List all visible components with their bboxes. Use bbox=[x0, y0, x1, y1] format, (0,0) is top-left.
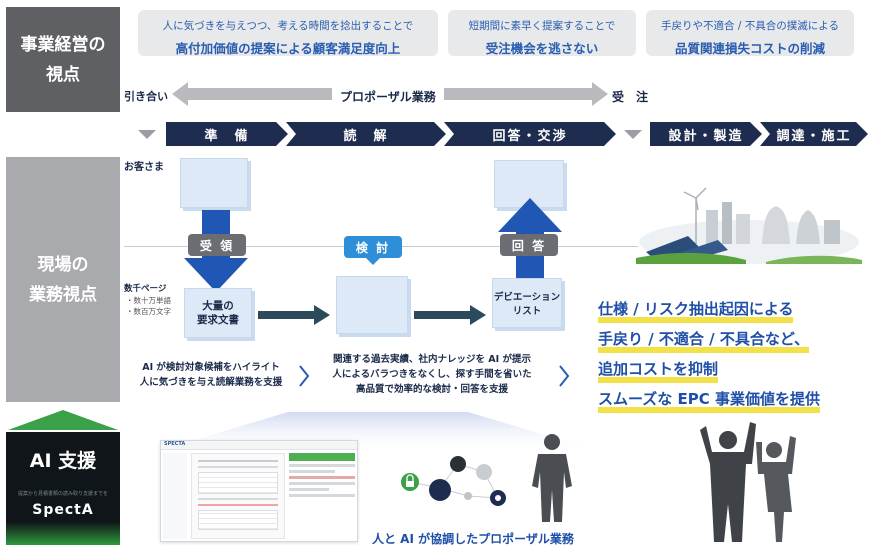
chevron-right-icon bbox=[299, 365, 310, 387]
phase-read: 読 解 bbox=[286, 122, 446, 146]
celebrating-people-silhouette bbox=[700, 422, 796, 542]
app-screenshot: SPECTA bbox=[160, 440, 358, 542]
page-count-item-words: ・数十万単語 bbox=[126, 296, 171, 305]
review-support-note: 関連する過去実績、社内ナレッジを AI が提示 人によるバラつきをなくし、探す手… bbox=[332, 354, 532, 395]
timeline-start-label: 引き合い bbox=[124, 90, 168, 103]
value-line-4: スムーズな EPC 事業価値を提供 bbox=[598, 388, 820, 416]
value-line-2: 手戻り / 不適合 / 不具合など、 bbox=[598, 328, 810, 356]
order-marker-icon bbox=[624, 130, 642, 139]
app-brand: SPECTA bbox=[164, 441, 186, 447]
app-side-panel bbox=[289, 453, 355, 539]
timeline-middle-label: プロポーザル業務 bbox=[332, 86, 444, 107]
ai-network-illustration bbox=[401, 456, 506, 506]
requirements-document-label: 大量の 要求文書 bbox=[197, 300, 239, 326]
customer-document bbox=[180, 158, 248, 208]
reading-support-note: AI が検討対象候補をハイライト 人に気づきを与え読解業務を支援 bbox=[139, 362, 283, 388]
review-tag-pointer-icon bbox=[366, 258, 380, 265]
phase-procure: 調達・施工 bbox=[760, 122, 868, 146]
deviation-list-label: デビエーション リスト bbox=[493, 292, 561, 317]
phase-prepare: 準 備 bbox=[166, 122, 288, 146]
benefit-1-sub: 人に気づきを与えつつ、考える時間を捻出することで bbox=[162, 20, 414, 32]
up-triangle-icon bbox=[8, 410, 118, 430]
benefit-3-sub: 手戻りや不適合 / 不具合の撲滅による bbox=[661, 20, 839, 32]
energy-plant-illustration bbox=[636, 187, 862, 264]
flow-arrow-2-icon bbox=[414, 305, 486, 325]
product-tagline: 提案から見積書類の読み取り支援までを bbox=[17, 491, 108, 497]
product-name: SpectA bbox=[32, 502, 94, 518]
person-silhouette bbox=[532, 434, 572, 522]
benefit-2-main: 受注機会を逃さない bbox=[485, 41, 599, 56]
app-sidebar bbox=[163, 453, 187, 539]
management-perspective-label: 事業経営の 視点 bbox=[6, 7, 120, 112]
ai-support-box: AI 支援 提案から見積書類の読み取り支援までを SpectA bbox=[6, 432, 120, 545]
field-perspective-label: 現場の 業務視点 bbox=[6, 157, 120, 402]
value-line-3: 追加コストを抑制 bbox=[598, 358, 719, 386]
page-count-title: 数千ページ bbox=[124, 284, 167, 294]
app-screenshot-header: SPECTA bbox=[161, 441, 357, 450]
timeline-end-label: 受 注 bbox=[612, 90, 649, 104]
start-marker-icon bbox=[138, 130, 156, 139]
value-proposition: 仕様 / リスク抽出起因による 手戻り / 不適合 / 不具合など、 追加コスト… bbox=[598, 298, 870, 418]
phase-design: 設計・製造 bbox=[650, 122, 762, 146]
benefit-2-sub: 短期間に素早く提案することで bbox=[468, 20, 616, 32]
app-document-preview bbox=[191, 453, 285, 539]
green-glow bbox=[6, 522, 120, 545]
benefit-card-2: 短期間に素早く提案することで 受注機会を逃さない bbox=[448, 10, 636, 56]
review-tag: 検 討 bbox=[344, 236, 402, 258]
phase-answer: 回答・交渉 bbox=[444, 122, 616, 146]
customer-label: お客さま bbox=[124, 162, 164, 173]
ai-support-title: AI 支援 bbox=[29, 450, 97, 472]
review-document bbox=[336, 276, 408, 334]
page-count-item-chars: ・数百万文字 bbox=[126, 307, 171, 316]
benefit-3-main: 品質関連損失コストの削減 bbox=[674, 41, 825, 56]
requirements-document bbox=[184, 288, 252, 338]
deviation-list-document bbox=[492, 278, 562, 328]
receive-tag: 受 領 bbox=[188, 234, 246, 256]
value-line-1: 仕様 / リスク抽出起因による bbox=[598, 298, 794, 326]
benefit-card-1: 人に気づきを与えつつ、考える時間を捻出することで 高付加価値の提案による顧客満足… bbox=[138, 10, 438, 56]
flow-arrow-1-icon bbox=[258, 305, 330, 325]
benefit-card-3: 手戻りや不適合 / 不具合の撲滅による 品質関連損失コストの削減 bbox=[646, 10, 854, 56]
chevron-right-icon bbox=[559, 365, 570, 387]
benefit-1-main: 高付加価値の提案による顧客満足度向上 bbox=[175, 41, 401, 56]
answer-tag: 回 答 bbox=[500, 234, 558, 256]
footer-caption: 人と AI が協調したプロポーザル業務 bbox=[372, 532, 574, 546]
